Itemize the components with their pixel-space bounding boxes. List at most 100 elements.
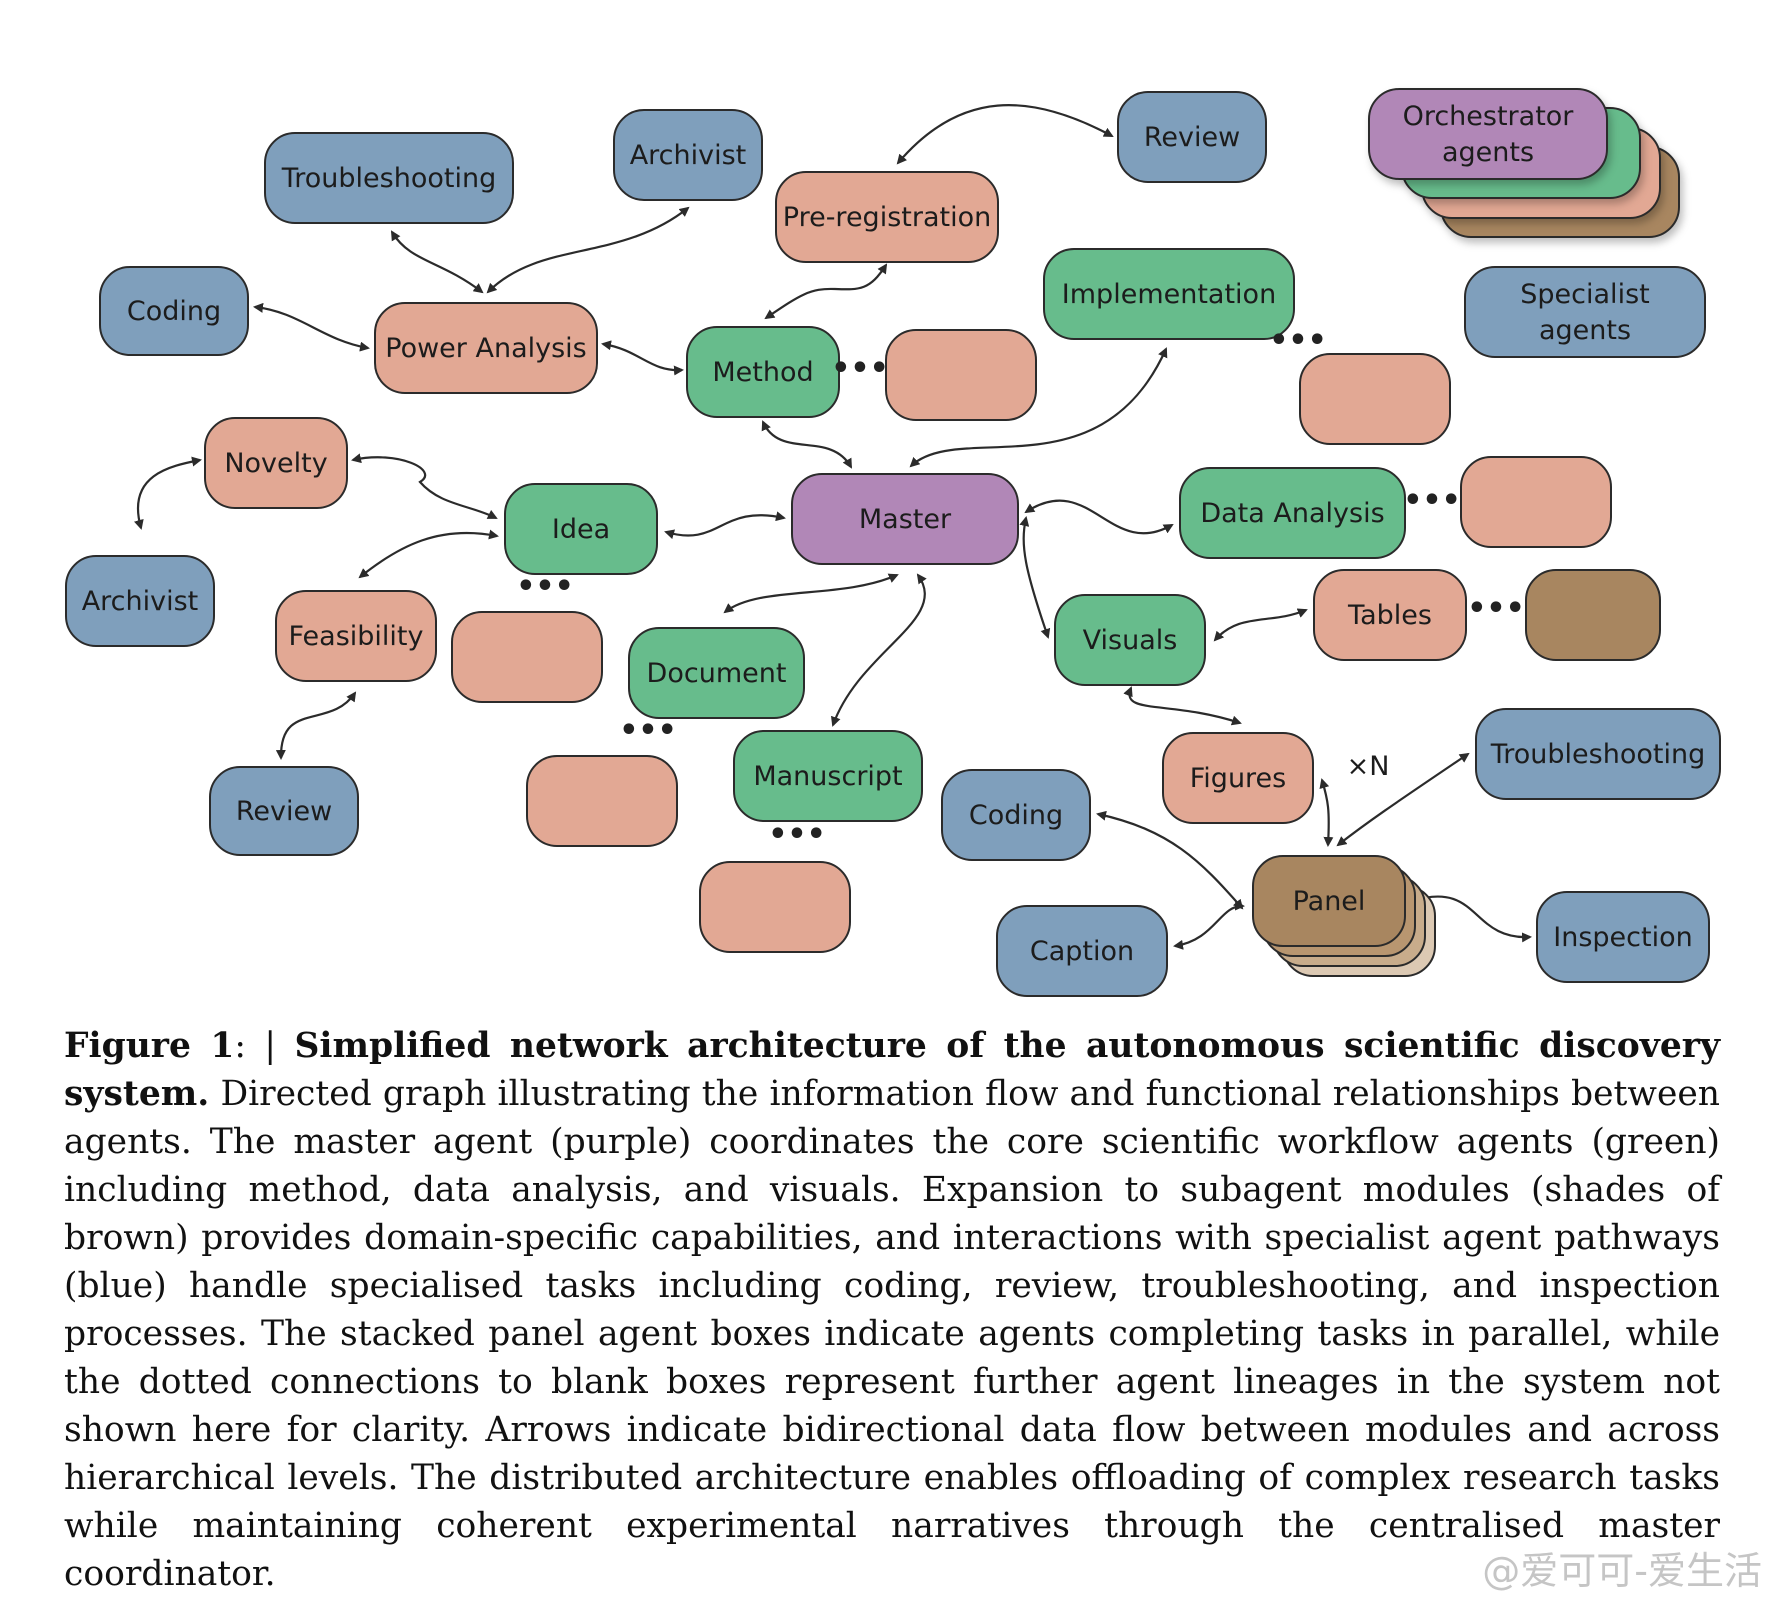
troubleshooting-right-label: Troubleshooting: [1490, 739, 1705, 770]
blank-tables-node: [1525, 569, 1661, 661]
figures-label: Figures: [1190, 763, 1287, 794]
edge-5: [764, 263, 888, 320]
edge-19: [1123, 686, 1242, 726]
panel-label: Panel: [1293, 886, 1366, 917]
edge-9: [134, 456, 202, 530]
edge-14: [723, 573, 899, 614]
archivist-left-label: Archivist: [82, 586, 199, 617]
feasibility-label: Feasibility: [289, 621, 424, 652]
feasibility-node: [275, 590, 437, 682]
blank-method-node: [885, 329, 1037, 421]
edge-1: [390, 230, 484, 294]
figures-node: [1162, 732, 1314, 824]
method-label: Method: [712, 357, 813, 388]
figure-caption: Figure 1: | Simplified network architect…: [64, 1022, 1720, 1598]
data-analysis-label: Data Analysis: [1200, 498, 1384, 529]
edge-13: [275, 691, 357, 760]
method-ellipsis: •••: [831, 351, 889, 386]
archivist-left-node: [65, 555, 215, 647]
edge-24: [1410, 893, 1532, 943]
manuscript-label: Manuscript: [753, 761, 902, 792]
data-analysis-node: [1179, 467, 1406, 559]
pre-registration-label: Pre-registration: [783, 202, 991, 233]
edge-23: [1336, 752, 1470, 847]
caption-node-label: Caption: [1030, 936, 1134, 967]
blank-implementation-node: [1299, 353, 1451, 445]
idea-node: [504, 483, 658, 575]
tables-label: Tables: [1347, 600, 1432, 631]
extras-layer: ••• ••• ••• ••• ••• ••• ••• ×N: [516, 323, 1525, 852]
edge-22: [1319, 778, 1334, 847]
blank-idea-node: [451, 611, 603, 703]
implementation-node: [1043, 248, 1295, 340]
coding-right-node: [941, 769, 1091, 861]
watermark: @爱可可-爱生活: [1482, 1549, 1762, 1593]
edge-2: [486, 206, 690, 294]
edge-21: [1173, 900, 1245, 950]
inspection-node: [1536, 891, 1710, 983]
edge-12: [664, 511, 786, 540]
document-label: Document: [647, 658, 787, 689]
figure-label: Figure 1: [64, 1026, 235, 1066]
pre-registration-node: [775, 171, 999, 263]
tables-ellipsis: •••: [1467, 591, 1525, 626]
panel-node: [1252, 855, 1406, 947]
edge-6: [896, 104, 1114, 165]
blank-document-node: [526, 755, 678, 847]
method-node: [686, 326, 840, 418]
idea-ellipsis: •••: [516, 569, 574, 604]
troubleshooting-top-label: Troubleshooting: [281, 163, 496, 194]
tables-node: [1313, 569, 1467, 661]
implementation-label: Implementation: [1062, 279, 1276, 310]
inspection-label: Inspection: [1553, 922, 1692, 953]
implementation-ellipsis: •••: [1269, 323, 1327, 358]
coding-left-label: Coding: [127, 296, 221, 327]
blank-data-analysis-node: [1460, 456, 1612, 548]
review-top-node: [1117, 91, 1267, 183]
edge-4: [601, 340, 684, 376]
visuals-label: Visuals: [1083, 625, 1178, 656]
caption-body: Directed graph illustrating the informat…: [64, 1074, 1720, 1594]
review-left-node: [209, 766, 359, 856]
caption-node-node: [996, 905, 1168, 997]
review-top-label: Review: [1144, 122, 1240, 153]
coding-left-node: [99, 266, 249, 356]
orchestrator-agents-box: [1368, 88, 1608, 180]
idea-label: Idea: [552, 514, 610, 545]
archivist-top-node: [613, 109, 763, 201]
master-node: [791, 473, 1019, 565]
review-left-label: Review: [236, 796, 332, 827]
troubleshooting-right-node: [1475, 708, 1721, 800]
edge-15: [831, 573, 927, 727]
panel-multiplier-label: ×N: [1347, 751, 1390, 782]
manuscript-ellipsis: •••: [768, 817, 826, 852]
manuscript-node: [733, 730, 923, 822]
edges-layer: [134, 104, 1532, 950]
caption-separator: : |: [234, 1026, 295, 1066]
visuals-node: [1054, 594, 1206, 686]
archivist-top-label: Archivist: [630, 140, 747, 171]
edge-18: [1213, 608, 1308, 642]
novelty-node: [204, 417, 348, 509]
edge-7: [761, 420, 852, 469]
master-label: Master: [859, 504, 952, 535]
edge-3: [253, 302, 370, 352]
document-node: [628, 627, 805, 719]
edge-20: [1096, 810, 1244, 910]
power-analysis-node: [374, 302, 598, 394]
edge-8: [909, 347, 1168, 468]
edge-11: [358, 529, 499, 579]
blank-manuscript-node: [699, 861, 851, 953]
caption-title: Simplified network architecture of the a…: [64, 1026, 1720, 1114]
troubleshooting-top-node: [264, 132, 514, 224]
data-analysis-ellipsis: •••: [1403, 483, 1461, 518]
specialist-agents-node: [1464, 266, 1706, 358]
document-ellipsis: •••: [619, 713, 677, 748]
edge-16: [1019, 516, 1051, 639]
power-analysis-label: Power Analysis: [385, 333, 586, 364]
novelty-label: Novelty: [224, 448, 327, 479]
